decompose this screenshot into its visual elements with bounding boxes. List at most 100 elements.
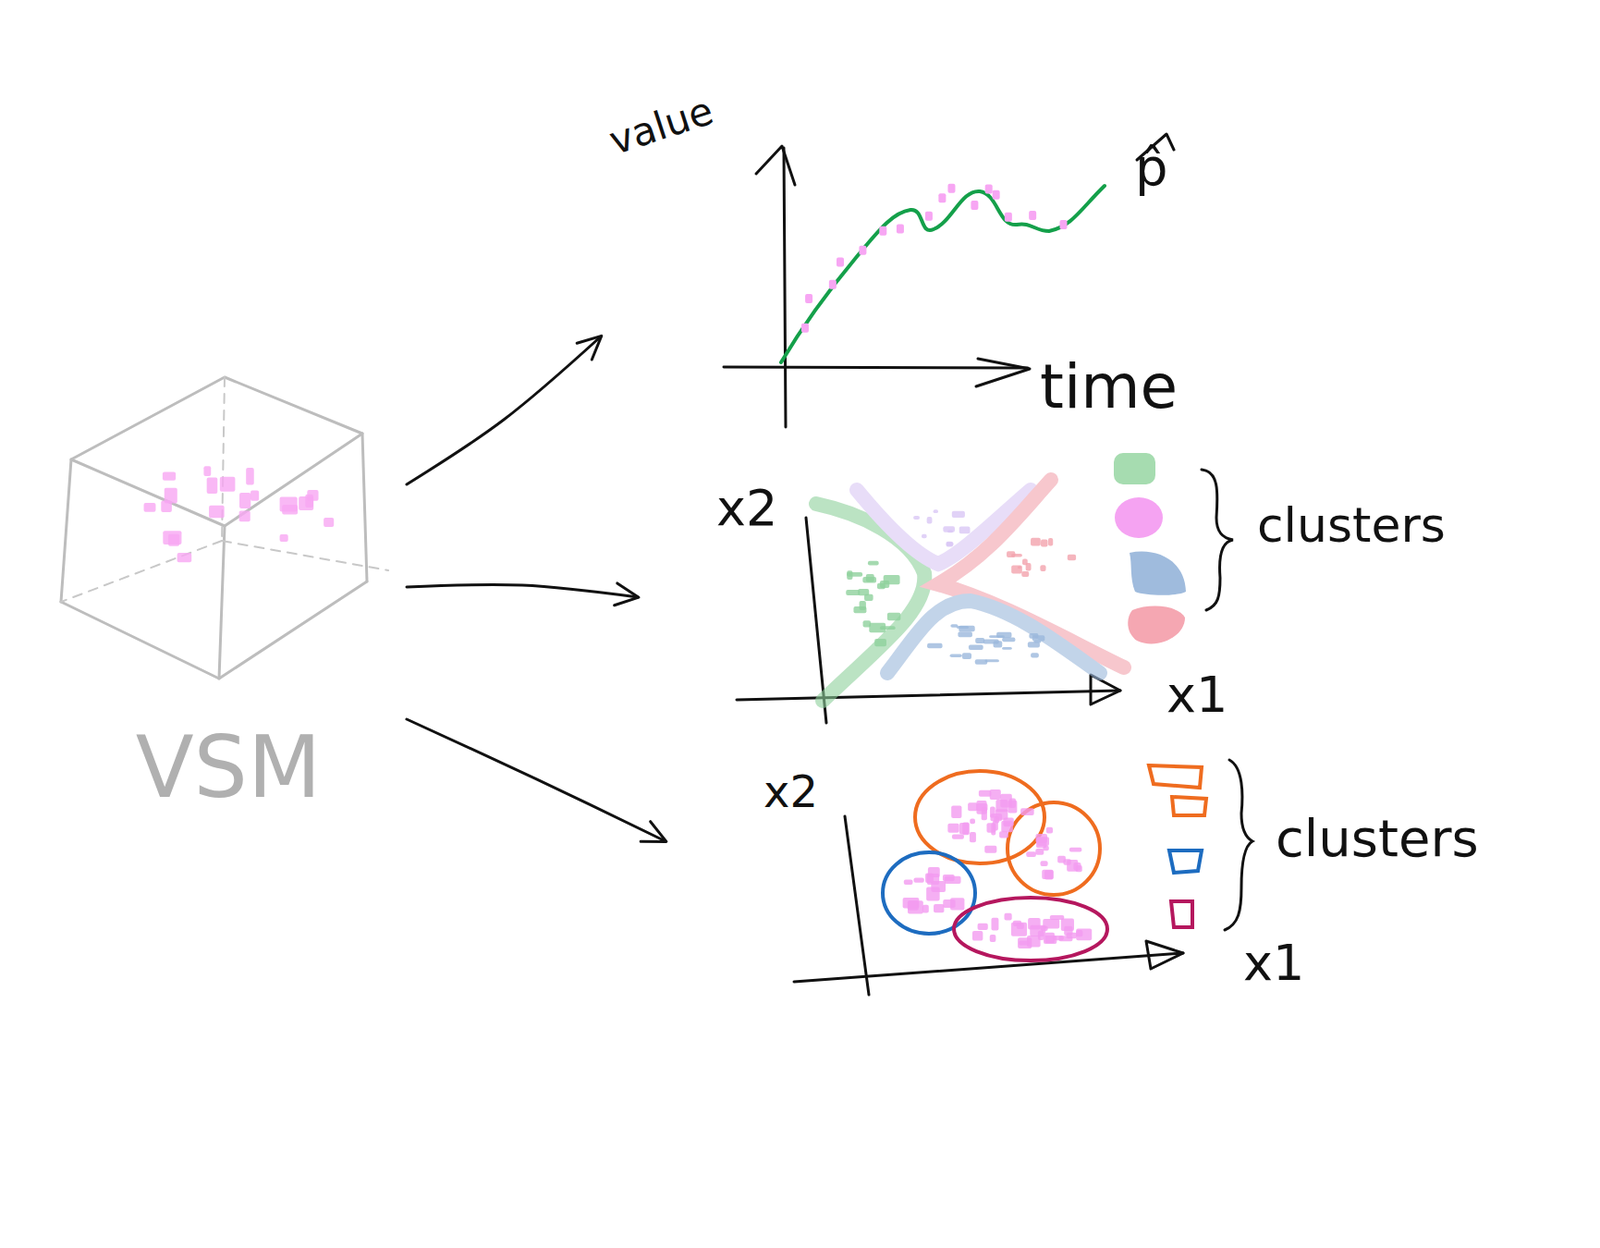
data-point xyxy=(874,638,887,647)
cube-edge xyxy=(61,459,72,602)
data-point xyxy=(1001,820,1014,833)
cube-points xyxy=(144,465,335,562)
data-point xyxy=(1035,833,1048,843)
axis-label: x2 xyxy=(763,767,819,817)
data-point xyxy=(805,293,813,304)
data-point xyxy=(1048,537,1053,547)
data-point xyxy=(950,653,963,658)
series-label: p̂ xyxy=(1135,138,1169,196)
classification-panel: x2x1clusters xyxy=(637,452,1470,731)
data-point xyxy=(1046,827,1053,834)
y-axis xyxy=(783,147,786,428)
data-point xyxy=(913,515,920,520)
data-point xyxy=(1004,212,1013,222)
decision-bands xyxy=(816,479,1124,701)
data-point xyxy=(801,323,809,333)
data-point xyxy=(922,904,929,914)
data-point xyxy=(990,822,996,835)
data-point xyxy=(947,529,953,533)
data-point xyxy=(969,831,977,843)
cluster-outlines xyxy=(882,770,1108,961)
data-point xyxy=(970,200,978,210)
x-axis xyxy=(736,690,1121,700)
data-point xyxy=(957,631,973,637)
data-point xyxy=(845,589,860,596)
data-point xyxy=(1028,633,1039,639)
data-point xyxy=(1016,922,1025,929)
data-point xyxy=(1004,913,1013,921)
swatch xyxy=(1172,796,1207,816)
axis-label: x2 xyxy=(716,480,778,536)
data-point xyxy=(1040,538,1048,547)
data-point xyxy=(928,867,941,878)
axis-label: x1 xyxy=(1243,935,1305,990)
flow-arrow xyxy=(406,719,666,842)
data-point xyxy=(887,612,901,621)
axis-head xyxy=(1146,940,1184,969)
data-point xyxy=(1041,869,1053,880)
swatch xyxy=(1171,901,1193,928)
data-point xyxy=(927,643,942,648)
data-point xyxy=(1045,932,1055,944)
data-point xyxy=(951,806,962,819)
data-point xyxy=(959,526,971,535)
data-point xyxy=(323,517,334,527)
swatch xyxy=(1129,551,1186,596)
data-point xyxy=(995,799,1008,812)
flow-arrow xyxy=(406,585,638,598)
data-point xyxy=(160,500,172,513)
x-axis xyxy=(723,366,1028,368)
data-point xyxy=(933,509,939,513)
data-point xyxy=(1066,932,1077,939)
swatch xyxy=(1127,606,1185,645)
data-point xyxy=(969,818,976,824)
data-point xyxy=(947,823,959,833)
data-point xyxy=(989,934,997,942)
data-point xyxy=(1009,797,1016,808)
data-point xyxy=(829,280,837,290)
data-point xyxy=(925,211,933,221)
data-point xyxy=(1025,562,1032,572)
data-point xyxy=(952,511,965,518)
clustering-panel: x2x1clusters xyxy=(665,739,1553,1008)
data-point xyxy=(1030,537,1041,547)
data-point xyxy=(868,622,886,633)
data-point xyxy=(879,580,890,588)
data-point xyxy=(942,525,955,533)
cube-edge xyxy=(362,433,367,582)
plot-axes xyxy=(723,134,1184,995)
data-point xyxy=(903,897,920,908)
cluster-points xyxy=(903,867,965,915)
data-point xyxy=(1001,637,1015,643)
data-point xyxy=(944,876,962,884)
data-point xyxy=(989,789,1002,800)
data-point xyxy=(968,644,984,649)
cluster-ellipse xyxy=(882,852,976,934)
data-point xyxy=(250,489,259,501)
data-point xyxy=(1020,807,1035,816)
data-point xyxy=(1003,821,1011,827)
data-point xyxy=(978,790,992,797)
axis-head xyxy=(1090,674,1121,705)
data-point xyxy=(219,476,236,492)
data-point xyxy=(896,224,904,234)
data-point xyxy=(879,226,887,236)
purple-points xyxy=(913,509,970,547)
data-point xyxy=(952,834,965,840)
data-point xyxy=(239,510,251,522)
data-point xyxy=(306,489,318,501)
data-point xyxy=(846,572,863,577)
data-point xyxy=(1030,652,1039,658)
data-point xyxy=(962,652,972,660)
data-point xyxy=(1039,564,1046,572)
cube-hidden-edge xyxy=(221,540,389,571)
data-point xyxy=(992,190,1001,200)
data-point xyxy=(946,541,953,548)
data-point xyxy=(975,637,985,644)
axis-head xyxy=(756,146,795,185)
band xyxy=(938,479,1124,668)
data-point xyxy=(1011,565,1023,575)
red-points xyxy=(1006,537,1076,577)
swatch xyxy=(1114,497,1163,538)
blue-points xyxy=(927,623,1045,665)
